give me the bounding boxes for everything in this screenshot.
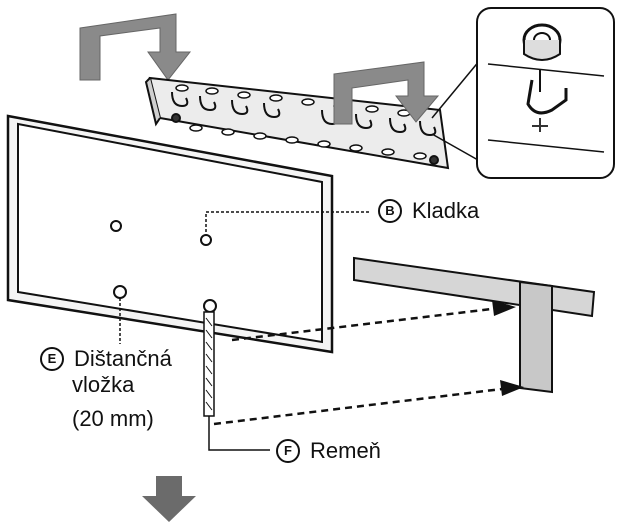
label-distancna-letter: E (40, 347, 64, 371)
label-remen: F Remeň (276, 438, 381, 464)
hang-arrow-right (333, 61, 440, 125)
arrowhead-upper (492, 300, 516, 316)
label-distancna-line1: Dištančná (74, 346, 172, 371)
tv-back-panel (6, 114, 334, 354)
label-distancna-line3-wrap: (20 mm) (72, 406, 154, 432)
next-step-arrow (142, 476, 196, 522)
kladka-pointer (205, 211, 370, 232)
table (353, 256, 596, 394)
label-kladka: B Kladka (378, 198, 479, 224)
label-distancna: E Dištančná (40, 346, 172, 372)
strap-path-arrows (213, 306, 511, 426)
label-kladka-letter: B (378, 199, 402, 223)
label-distancna-line3: (20 mm) (72, 406, 154, 431)
label-kladka-text: Kladka (412, 198, 480, 223)
label-distancna-line2-wrap: vložka (72, 372, 134, 398)
arrowhead-lower (500, 380, 524, 396)
hook-detail-inset (431, 7, 615, 179)
strap (203, 311, 270, 451)
label-remen-letter: F (276, 439, 300, 463)
label-remen-text: Remeň (310, 438, 381, 463)
hang-arrow-left (79, 13, 192, 81)
label-distancna-line2: vložka (72, 372, 135, 397)
